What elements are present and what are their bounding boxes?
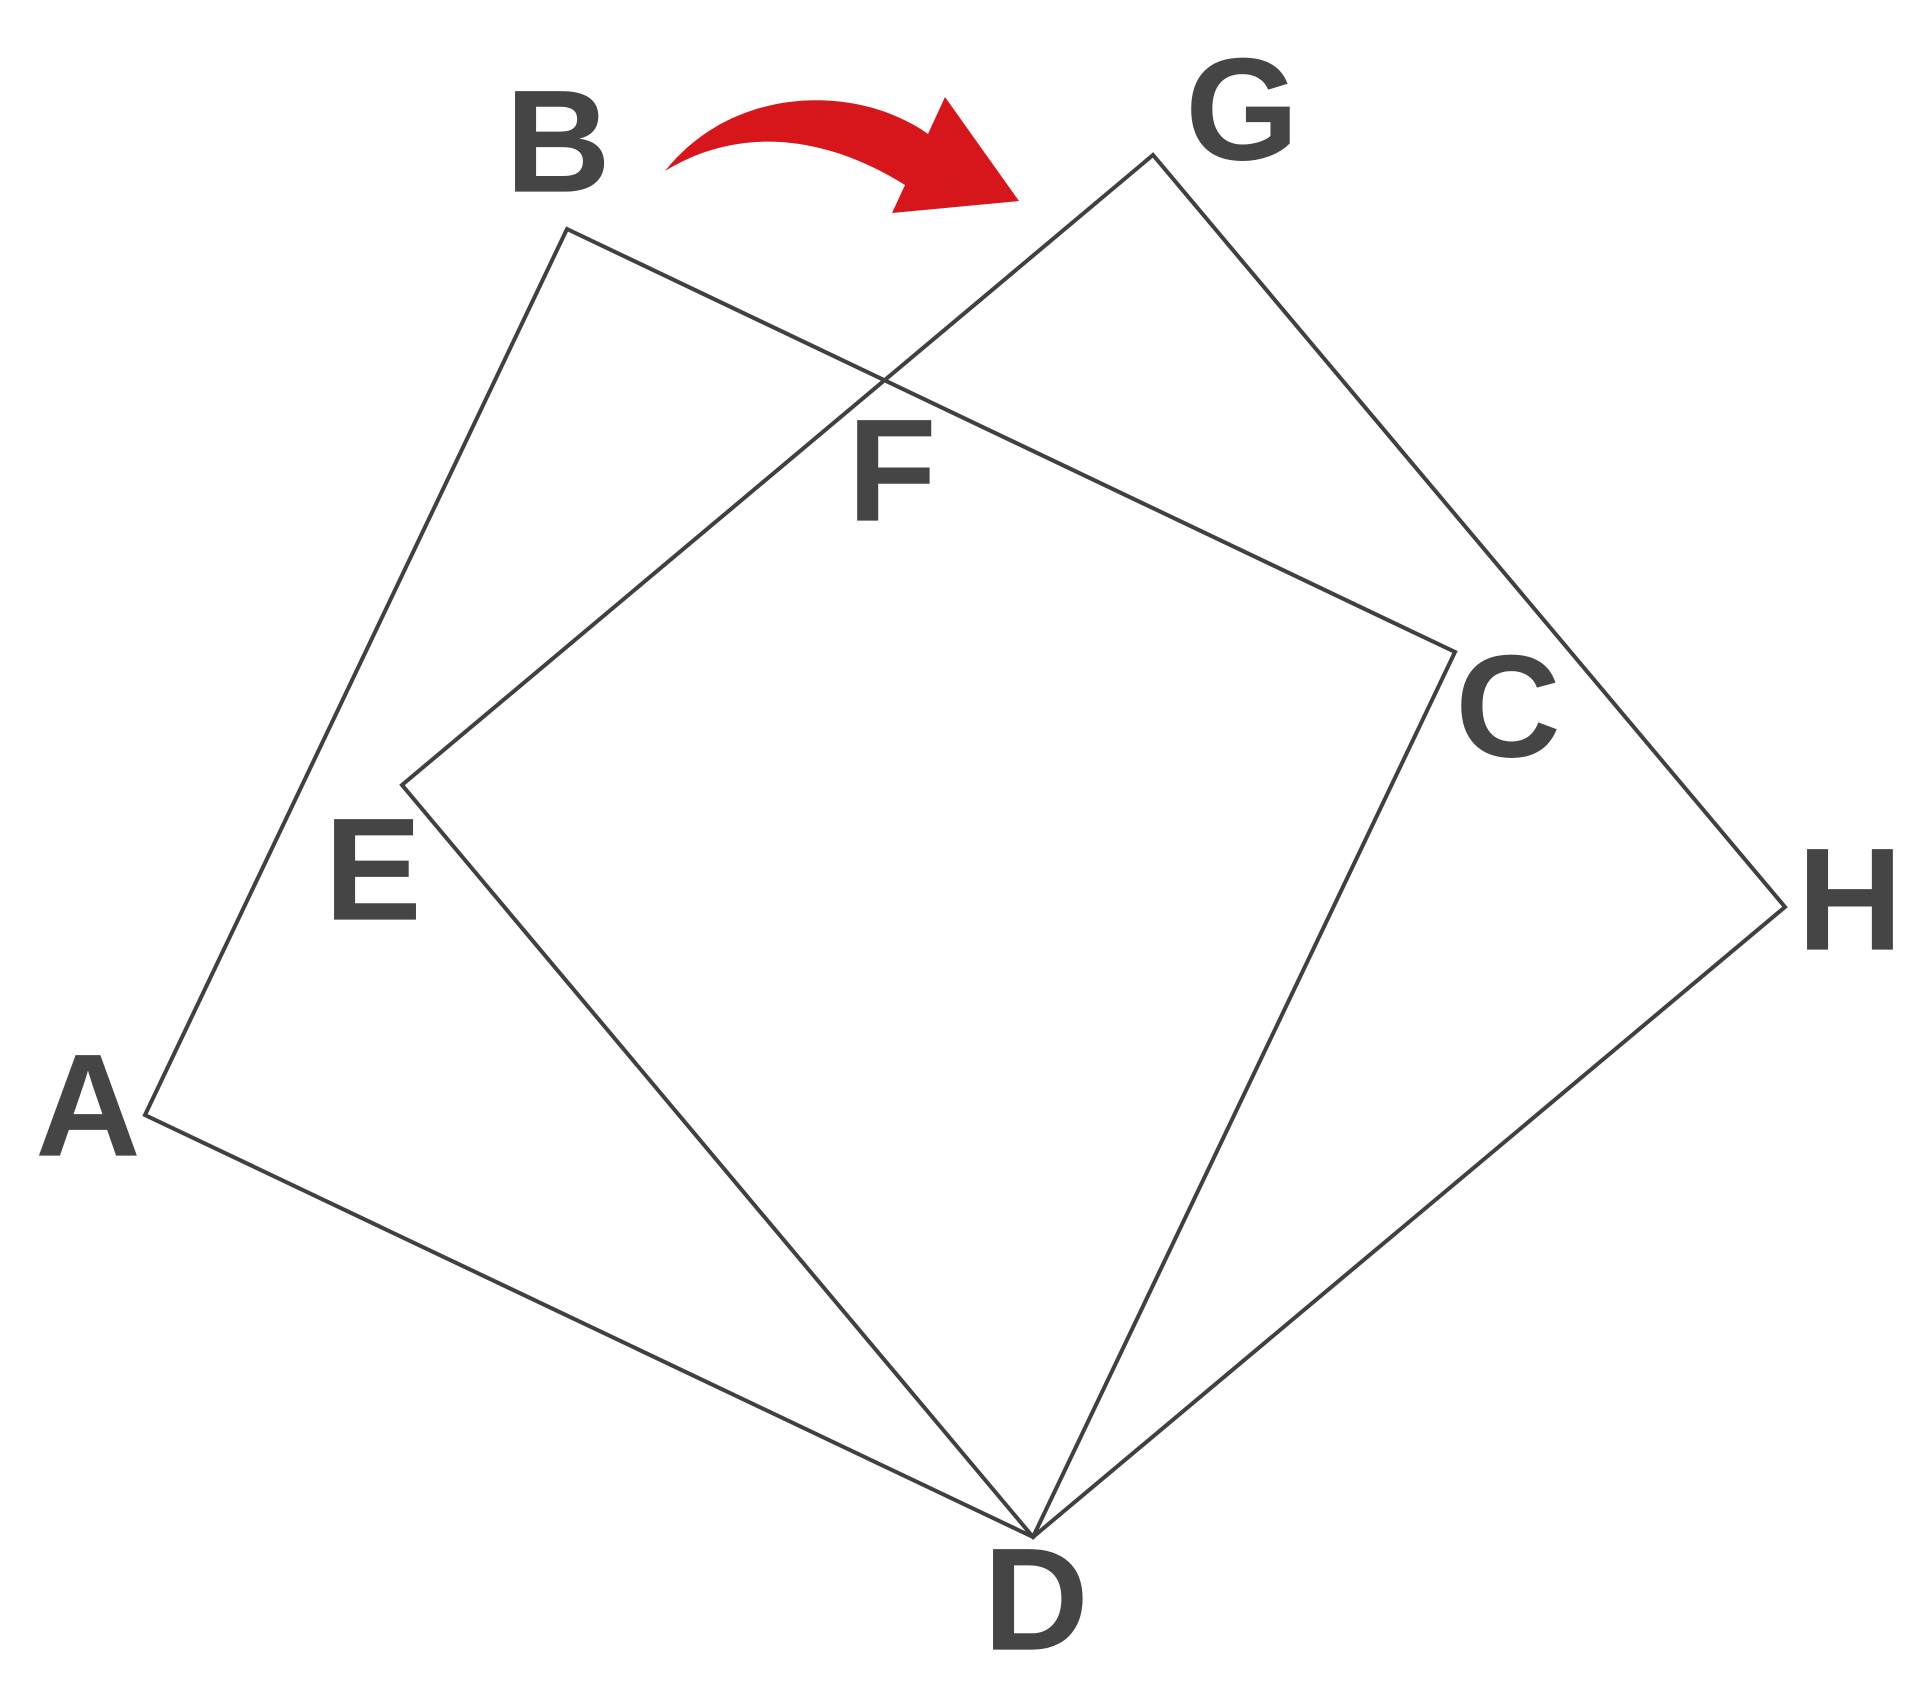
label-d: D <box>983 1518 1088 1681</box>
label-g: G <box>1185 28 1299 191</box>
label-a: A <box>35 1024 140 1187</box>
label-c: C <box>1455 625 1560 788</box>
square-eghd <box>399 152 1788 1540</box>
curved-arrow-icon <box>665 97 1019 213</box>
label-b: B <box>505 60 610 223</box>
label-e: E <box>324 788 421 951</box>
label-h: H <box>1797 818 1902 981</box>
square-abcd <box>142 226 1458 1540</box>
label-f: F <box>847 389 936 552</box>
